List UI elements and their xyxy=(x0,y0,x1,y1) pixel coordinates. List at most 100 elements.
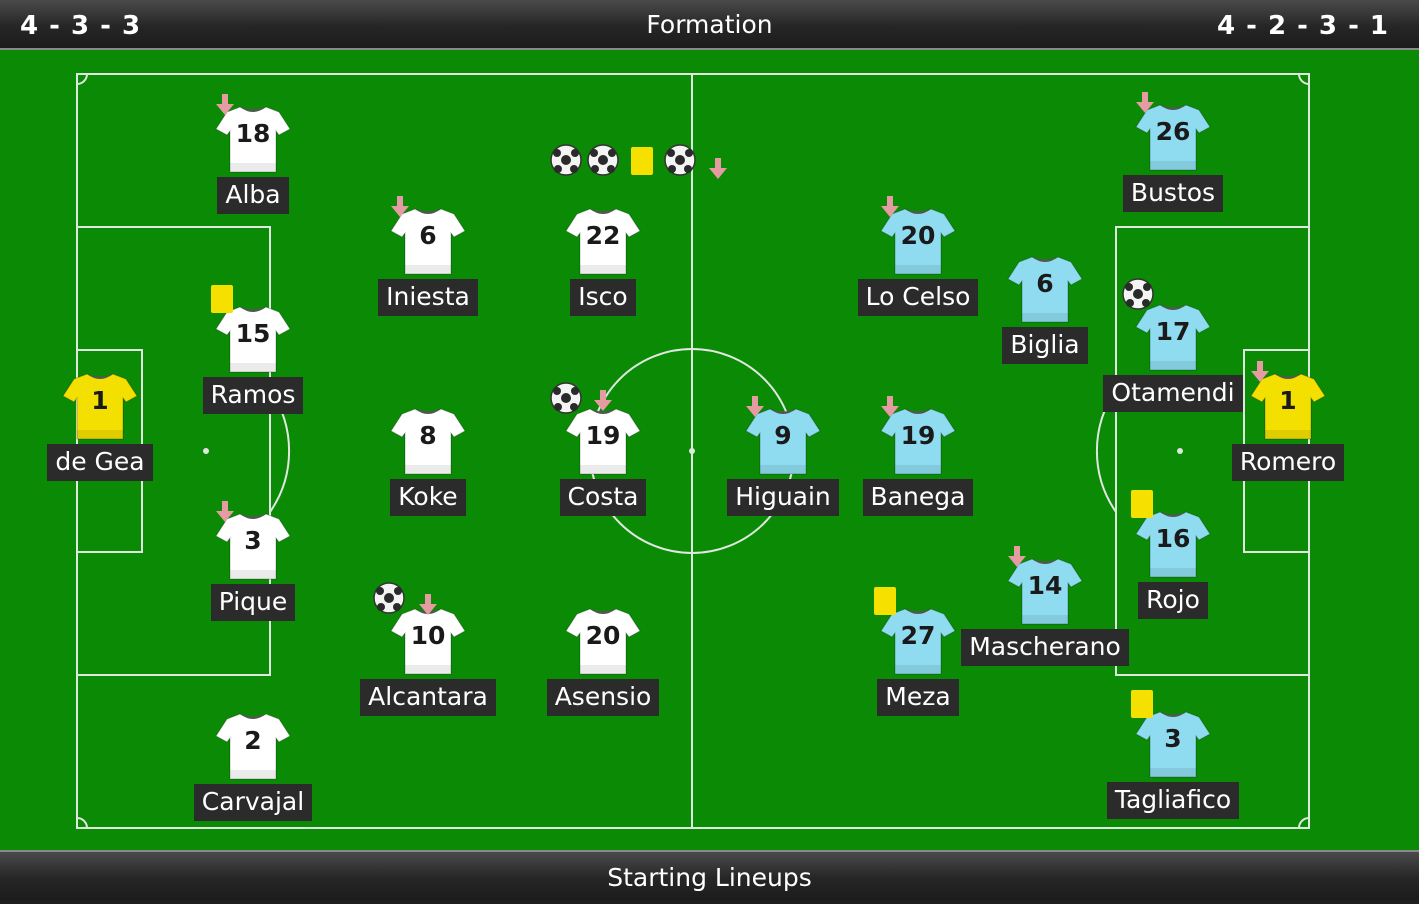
substitution-arrow-icon xyxy=(1251,361,1269,382)
away-penalty-spot xyxy=(1177,448,1183,454)
jersey-icon xyxy=(390,405,466,475)
shirt-hem xyxy=(405,665,451,674)
player-name: Mascherano xyxy=(961,629,1129,666)
substitution-arrow-icon xyxy=(1008,546,1026,567)
shirt-collar xyxy=(415,209,441,214)
jersey-icon xyxy=(880,405,956,475)
substitution-arrow-icon xyxy=(216,501,234,522)
shirt-collar xyxy=(590,409,616,414)
shirt-number: 20 xyxy=(900,221,936,250)
jersey-icon xyxy=(565,205,641,275)
shirt-collar xyxy=(1160,512,1186,517)
lineups-footer: Starting Lineups xyxy=(0,850,1419,900)
shirt-number: 14 xyxy=(1027,571,1063,600)
shirt-hem xyxy=(1150,768,1196,777)
shirt-collar xyxy=(1032,559,1058,564)
player-name: Carvajal xyxy=(193,784,313,821)
shirt-number: 9 xyxy=(774,421,792,450)
shirt-number: 26 xyxy=(1155,117,1191,146)
player-name: Iniesta xyxy=(378,279,478,316)
shirt-collar xyxy=(590,209,616,214)
shirt-collar xyxy=(415,409,441,414)
player-name: Lo Celso xyxy=(857,279,979,316)
shirt-collar xyxy=(1032,257,1058,262)
player-name: Romero xyxy=(1231,444,1345,481)
player-name: Alba xyxy=(217,177,289,214)
shirt-hem xyxy=(895,465,941,474)
jersey-icon xyxy=(880,605,956,675)
shirt-hem xyxy=(1150,161,1196,170)
shirt-collar xyxy=(905,609,931,614)
away-player-8[interactable]: 20 Lo Celso xyxy=(818,205,1018,335)
player-name: Otamendi xyxy=(1103,375,1243,412)
jersey-icon xyxy=(62,370,138,440)
shirt-hem xyxy=(1150,361,1196,370)
jersey-icon xyxy=(565,605,641,675)
jersey-icon xyxy=(215,710,291,780)
shirt-hem xyxy=(77,430,123,439)
substitution-arrow-icon xyxy=(391,196,409,217)
shirt-hem xyxy=(1265,430,1311,439)
shirt-collar xyxy=(240,514,266,519)
player-name: Pique xyxy=(210,584,296,621)
shirt-number: 16 xyxy=(1155,524,1191,553)
shirt-number: 1 xyxy=(91,386,109,415)
yellow-card-icon xyxy=(211,285,233,313)
player-name: Koke xyxy=(390,479,466,516)
shirt-number: 6 xyxy=(419,221,437,250)
player-name: Costa xyxy=(559,479,647,516)
shirt-hem xyxy=(580,265,626,274)
substitution-arrow-icon xyxy=(216,94,234,115)
shirt-collar xyxy=(240,107,266,112)
substitution-arrow-icon xyxy=(709,158,727,179)
jersey-icon xyxy=(745,405,821,475)
header-title: Formation xyxy=(646,10,773,39)
shirt-number: 19 xyxy=(900,421,936,450)
shirt-hem xyxy=(405,265,451,274)
yellow-card-icon xyxy=(631,147,653,175)
goal-ball-icon xyxy=(587,144,619,176)
shirt-hem xyxy=(895,665,941,674)
player-name: Isco xyxy=(570,279,636,316)
goal-ball-icon xyxy=(550,382,582,414)
shirt-hem xyxy=(1150,568,1196,577)
jersey-icon xyxy=(1007,555,1083,625)
corner-arc-bottom-left xyxy=(76,817,88,829)
shirt-hem xyxy=(580,465,626,474)
shirt-collar xyxy=(240,307,266,312)
corner-arc-top-right xyxy=(1298,73,1310,85)
player-name: Ramos xyxy=(202,377,304,414)
shirt-hem xyxy=(895,265,941,274)
shirt-hem xyxy=(580,665,626,674)
shirt-hem xyxy=(230,770,276,779)
player-name: Rojo xyxy=(1138,582,1208,619)
goal-ball-icon xyxy=(550,144,582,176)
shirt-collar xyxy=(905,409,931,414)
player-name: Banega xyxy=(862,479,974,516)
shirt-number: 10 xyxy=(410,621,446,650)
shirt-hem xyxy=(230,163,276,172)
shirt-hem xyxy=(405,465,451,474)
